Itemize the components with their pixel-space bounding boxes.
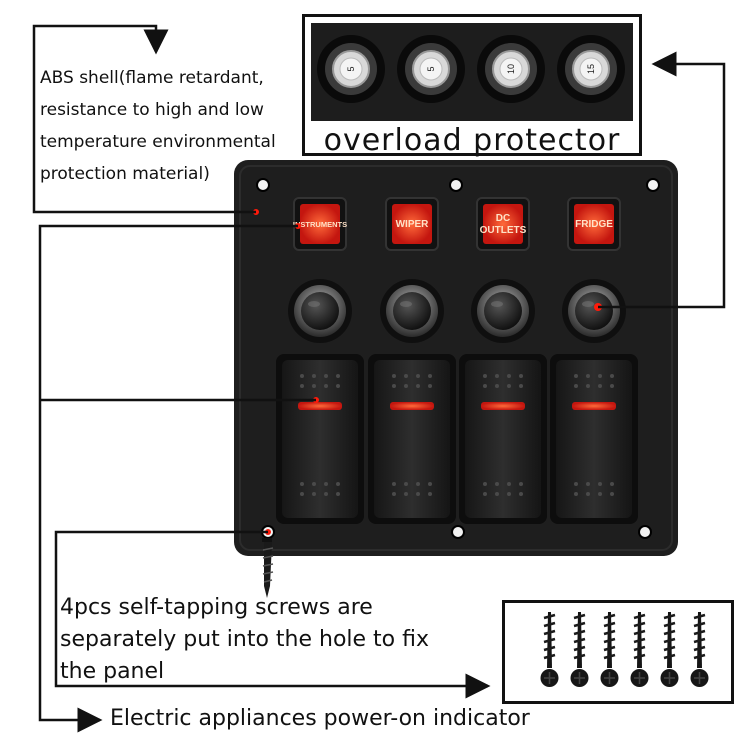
- breaker-closeup-knob: 15: [557, 35, 625, 103]
- rocker-switch[interactable]: [368, 354, 456, 524]
- screw-icon: [630, 612, 649, 687]
- breaker-closeup-knob: 5: [397, 35, 465, 103]
- rocker-switch[interactable]: [459, 354, 547, 524]
- breaker-rating: 10: [506, 64, 516, 74]
- power-indicator-caption: Electric appliances power-on indicator: [110, 706, 530, 731]
- indicator-window: WIPER: [385, 197, 439, 251]
- indicator-label: DC: [496, 213, 510, 224]
- power-indicator-light: [298, 402, 342, 410]
- indicator-label: INSTRUMENTS: [293, 220, 347, 229]
- screw-icon: [660, 612, 679, 687]
- breaker-knob[interactable]: [562, 279, 626, 343]
- power-indicator-light: [572, 402, 616, 410]
- indicator-label: OUTLETS: [480, 225, 527, 236]
- power-indicator-light: [481, 402, 525, 410]
- screw-icon: [690, 612, 709, 687]
- overload-protector-label: overload protector: [323, 123, 621, 158]
- indicator-label: WIPER: [396, 219, 430, 230]
- callout-lines: [32, 24, 726, 733]
- breaker-rating: 5: [426, 66, 436, 71]
- rocker-switch[interactable]: [276, 354, 364, 524]
- loose-screw-icon: [262, 538, 274, 598]
- indicator-label: FRIDGE: [575, 219, 613, 230]
- screws-caption: 4pcs self-tapping screws are separately …: [60, 592, 429, 688]
- abs-shell-caption: ABS shell(flame retardant, resistance to…: [40, 62, 276, 190]
- abs-shell-line-3: temperature environmental: [40, 132, 276, 152]
- breaker-rating: 5: [346, 66, 356, 71]
- abs-shell-line-4: protection material): [40, 164, 210, 184]
- abs-shell-line-1: ABS shell(flame retardant,: [40, 68, 264, 88]
- abs-shell-line-2: resistance to high and low: [40, 100, 264, 120]
- breaker-knob[interactable]: [471, 279, 535, 343]
- power-indicator-light: [390, 402, 434, 410]
- screws-line-1: 4pcs self-tapping screws are: [60, 595, 373, 620]
- rocker-switch[interactable]: [550, 354, 638, 524]
- breaker-knob[interactable]: [380, 279, 444, 343]
- screws-line-2: separately put into the hole to fix: [60, 627, 430, 652]
- screws-line-3: the panel: [60, 659, 165, 684]
- breaker-rating: 15: [586, 64, 596, 74]
- screw-icon: [540, 612, 559, 687]
- breaker-closeup-knob: 10: [477, 35, 545, 103]
- breaker-knob[interactable]: [288, 279, 352, 343]
- mounting-holes: [256, 178, 660, 539]
- indicator-window: INSTRUMENTS: [293, 197, 347, 251]
- screw-icon: [570, 612, 589, 687]
- screw-icon: [600, 612, 619, 687]
- breaker-closeup-knob: 5: [317, 35, 385, 103]
- indicator-window: FRIDGE: [567, 197, 621, 251]
